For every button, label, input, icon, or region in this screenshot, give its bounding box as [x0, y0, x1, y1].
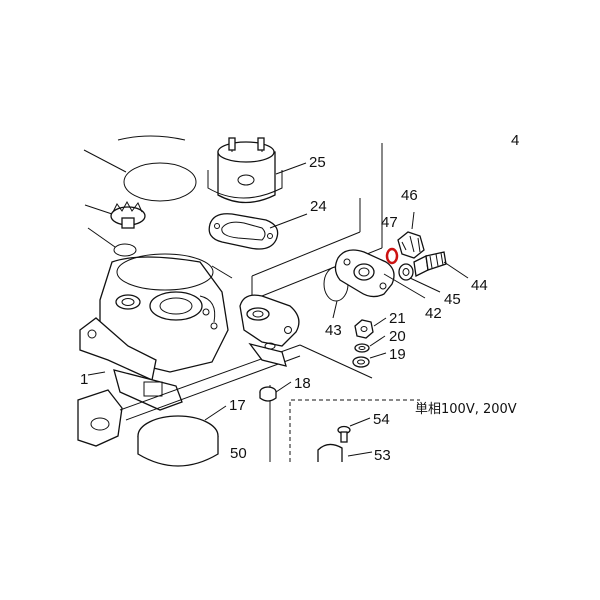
- callout-19: 19: [389, 346, 406, 363]
- union-nut-part-46: [397, 211, 425, 259]
- large-o-ring: [83, 135, 197, 202]
- callout-53: 53: [374, 447, 391, 464]
- callout-4: 4: [511, 132, 519, 149]
- part-53: [317, 443, 373, 462]
- callout-25: 25: [309, 154, 326, 171]
- callout-17: 17: [229, 397, 246, 414]
- callout-45: 45: [444, 291, 461, 308]
- cover-cap-part-17: [137, 405, 227, 467]
- callout-44: 44: [471, 277, 488, 294]
- flange-plate-part-42: [334, 249, 426, 299]
- callout-47: 47: [381, 214, 398, 231]
- callout-20: 20: [389, 328, 406, 345]
- drive-gear: [84, 200, 146, 229]
- washer-part-19: [352, 352, 387, 368]
- o-ring-part-47-highlighted: [385, 247, 399, 265]
- hose-nipple-part-44: [413, 251, 469, 279]
- callout-54: 54: [373, 411, 390, 428]
- callout-1: 1: [80, 371, 88, 388]
- callout-labels: 25 24 46 47 44 45 42 21 20 19 43 18 17 5…: [80, 132, 519, 464]
- callout-50: 50: [230, 445, 247, 462]
- washer-part-20: [354, 335, 386, 353]
- gasket-part-24: [208, 213, 308, 250]
- callout-46: 46: [401, 187, 418, 204]
- small-o-ring: [87, 227, 137, 257]
- callout-24: 24: [310, 198, 327, 215]
- callout-42: 42: [425, 305, 442, 322]
- variant-note: 単相100V, 200V: [415, 401, 517, 417]
- callout-21: 21: [389, 310, 406, 327]
- outlet-flange: [239, 294, 300, 367]
- screw-part-54: [337, 417, 371, 443]
- motor-cylinder-part-25: [207, 137, 307, 204]
- pump-casing: [77, 253, 229, 447]
- nut-part-21: [354, 317, 387, 339]
- callout-43: 43: [325, 322, 342, 339]
- washer-part-45: [398, 263, 441, 293]
- callout-18: 18: [294, 375, 311, 392]
- spacer-part-18: [259, 381, 292, 402]
- variant-frame: [289, 399, 420, 462]
